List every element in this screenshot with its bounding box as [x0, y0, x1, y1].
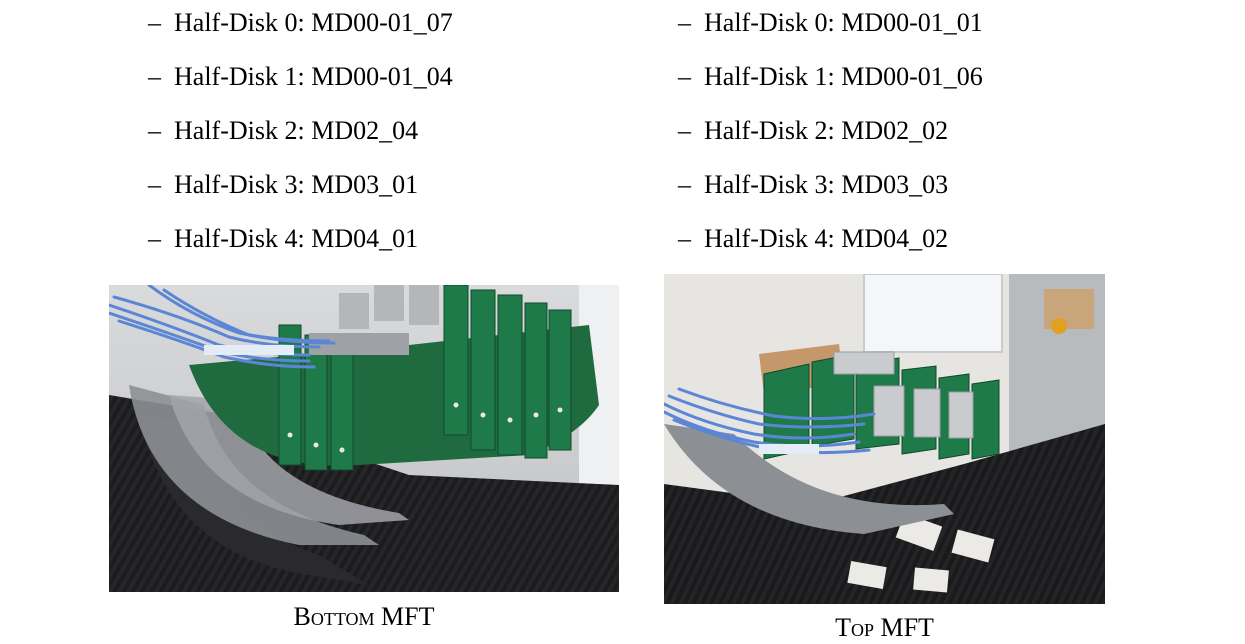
- list-item-label: Half-Disk 3: MD03_03: [704, 170, 949, 199]
- list-item-label: Half-Disk 1: MD00-01_06: [704, 62, 983, 91]
- list-item: –Half-Disk 1: MD00-01_06: [678, 62, 983, 91]
- list-item-label: Half-Disk 2: MD02_04: [174, 116, 419, 145]
- top-mft-caption: Top MFT: [835, 613, 934, 642]
- list-item: –Half-Disk 3: MD03_01: [148, 170, 419, 199]
- list-item-label: Half-Disk 1: MD00-01_04: [174, 62, 453, 91]
- list-item-label: Half-Disk 0: MD00-01_01: [704, 8, 983, 37]
- bottom-mft-photo: [109, 285, 619, 592]
- list-item-label: Half-Disk 2: MD02_02: [704, 116, 949, 145]
- list-item: –Half-Disk 4: MD04_02: [678, 224, 949, 253]
- list-item: –Half-Disk 1: MD00-01_04: [148, 62, 453, 91]
- list-item: –Half-Disk 2: MD02_02: [678, 116, 949, 145]
- top-mft-photo: [664, 274, 1105, 604]
- list-item: –Half-Disk 0: MD00-01_01: [678, 8, 983, 37]
- bottom-mft-illustration: [109, 285, 619, 592]
- list-item-label: Half-Disk 3: MD03_01: [174, 170, 419, 199]
- list-item-label: Half-Disk 4: MD04_01: [174, 224, 419, 253]
- list-item-label: Half-Disk 4: MD04_02: [704, 224, 949, 253]
- list-item: –Half-Disk 3: MD03_03: [678, 170, 949, 199]
- bottom-mft-caption: Bottom MFT: [293, 602, 435, 631]
- top-mft-illustration: [664, 274, 1105, 604]
- list-item: –Half-Disk 2: MD02_04: [148, 116, 419, 145]
- list-item: –Half-Disk 0: MD00-01_07: [148, 8, 453, 37]
- list-item: –Half-Disk 4: MD04_01: [148, 224, 419, 253]
- list-item-label: Half-Disk 0: MD00-01_07: [174, 8, 453, 37]
